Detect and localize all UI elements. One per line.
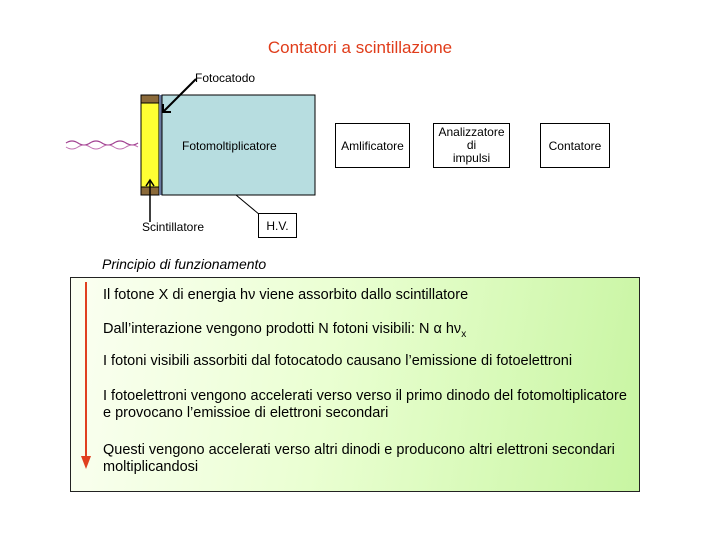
counter-box: Contatore	[540, 123, 610, 168]
step-2-subscript: x	[461, 328, 467, 340]
fotocatodo-label: Fotocatodo	[195, 71, 256, 85]
hv-box: H.V.	[258, 213, 297, 238]
photocathode-strip	[159, 95, 162, 195]
amplifier-box: Amlificatore	[335, 123, 410, 168]
photomultiplier-tube	[161, 94, 316, 196]
incoming-photon-wave	[65, 140, 139, 146]
amplifier-label: Amlificatore	[341, 138, 404, 153]
page-title: Contatori a scintillazione	[267, 38, 453, 57]
hv-label: H.V.	[266, 218, 289, 233]
downward-arrow	[81, 282, 91, 469]
step-2-main: Dall’interazione vengono prodotti N foto…	[103, 321, 434, 337]
proportional-symbol: α	[433, 321, 442, 337]
analyzer-label: Analizzatore di impulsi	[438, 125, 505, 165]
step-5-text: Questi vengono accelerati verso altri di…	[103, 442, 615, 475]
counter-label: Contatore	[548, 138, 602, 153]
step-1-text: Il fotone X di energia hν viene assorbit…	[103, 287, 469, 303]
explanation-panel	[70, 277, 640, 492]
scintillator-label: Scintillatore	[142, 220, 205, 234]
analyzer-box: Analizzatore di impulsi	[433, 123, 510, 168]
hv-connector	[235, 194, 261, 216]
fotocatodo-pointer	[162, 78, 197, 113]
incoming-photon-wave-2	[65, 144, 139, 150]
top-end-cap	[140, 94, 160, 104]
step-3-text: I fotoni visibili assorbiti dal fotocato…	[103, 353, 573, 369]
step-4-text: I fotoelettroni vengono accelerati verso…	[103, 388, 627, 421]
photomultiplier-label: Fotomoltiplicatore	[182, 139, 277, 153]
step-2-text: Dall’interazione vengono prodotti N foto…	[103, 321, 633, 343]
detector-diagram	[65, 78, 316, 222]
section-title: Principio di funzionamento	[102, 256, 267, 272]
step-2-hnu: hν	[441, 321, 462, 337]
